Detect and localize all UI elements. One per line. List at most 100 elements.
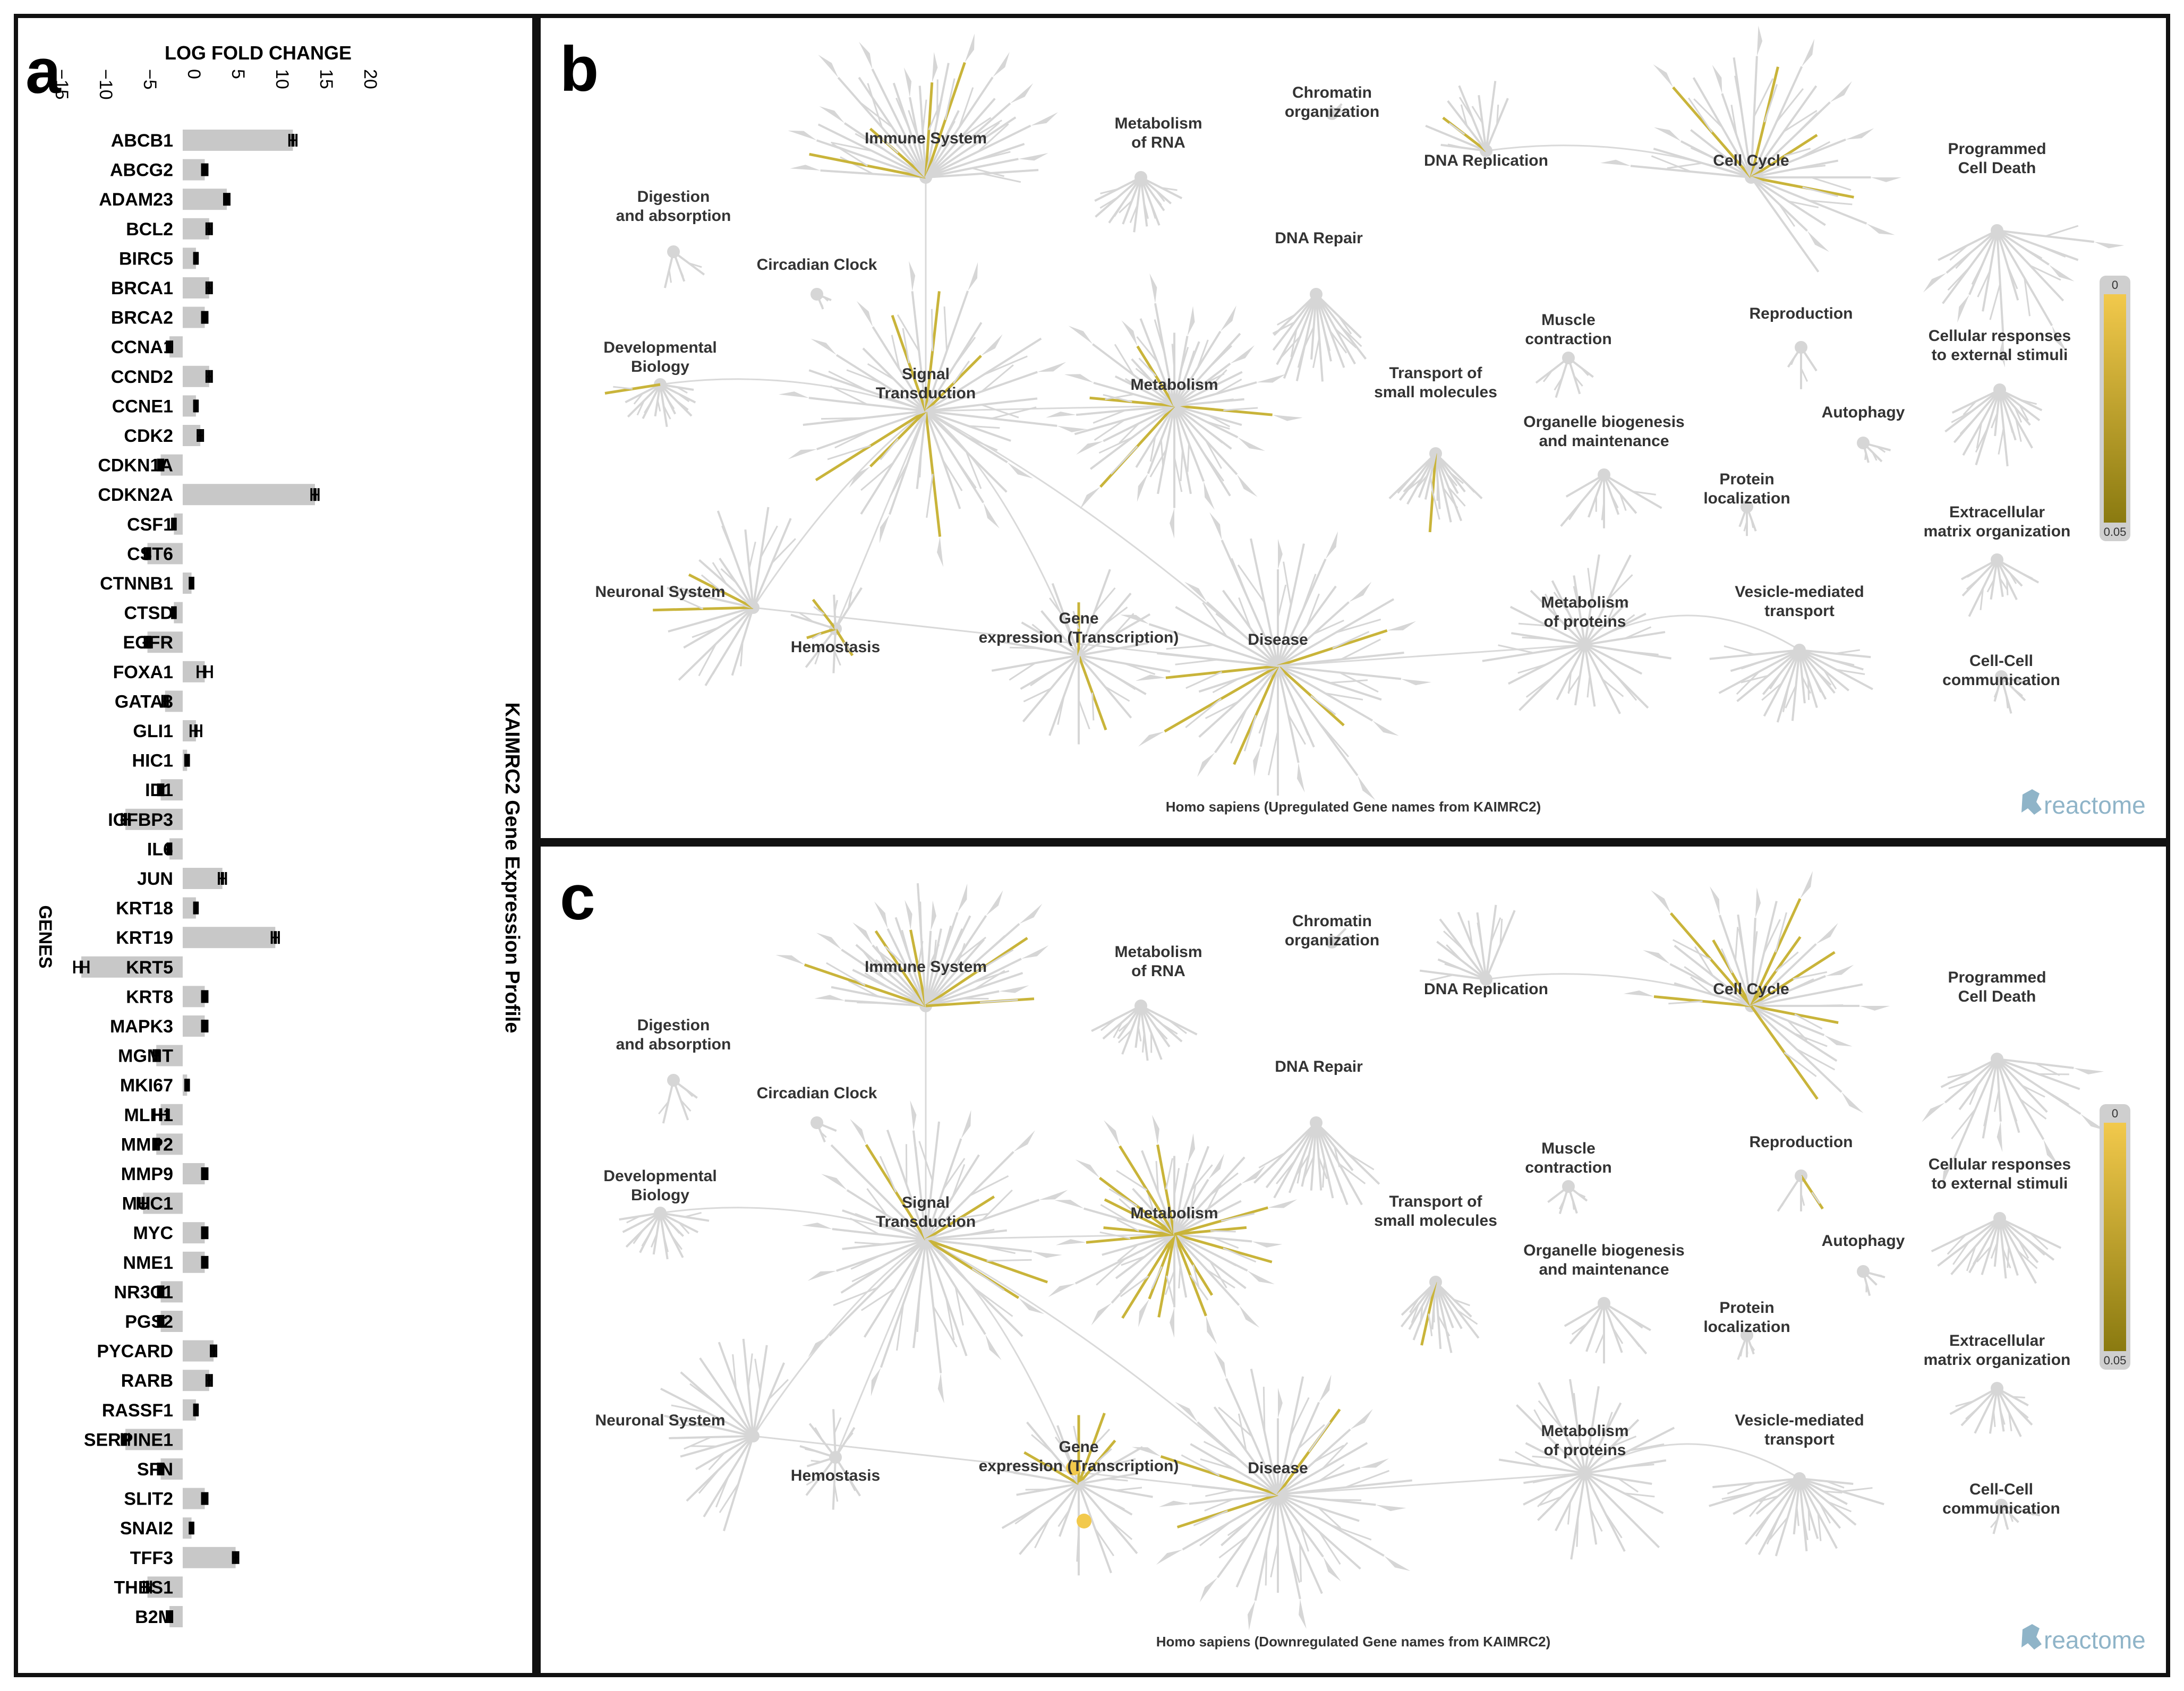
- error-bar-tff3: [232, 1551, 240, 1564]
- error-bar-sfn: [157, 1463, 165, 1475]
- pathway-metab-prot[interactable]: [1482, 554, 1671, 714]
- x-tick-label: 10: [272, 69, 292, 89]
- category-label: CDKN1A: [98, 456, 173, 476]
- bar-adam23: [183, 189, 227, 210]
- pathway-dna-rep[interactable]: [1419, 904, 1516, 986]
- pathway-reproduction[interactable]: [1777, 1169, 1824, 1212]
- error-bar-mmp2: [152, 1138, 160, 1151]
- pathway-cell-cycle[interactable]: [1600, 25, 1901, 273]
- category-label: IGFBP3: [108, 810, 173, 830]
- pathway-ecm[interactable]: [1949, 1382, 2033, 1437]
- pathway-circadian[interactable]: [811, 288, 832, 310]
- error-bar-krt18: [193, 901, 199, 915]
- pathway-prog-death[interactable]: [1922, 1053, 2106, 1188]
- error-bar-brca2: [201, 311, 209, 324]
- pathway-dna-repair[interactable]: [1272, 288, 1367, 382]
- category-label: SERPINE1: [84, 1430, 173, 1450]
- pathway-metabolism[interactable]: [1048, 1115, 1298, 1345]
- pathway-dna-rep[interactable]: [1425, 81, 1509, 157]
- pathway-organelle[interactable]: [1560, 468, 1662, 528]
- pathway-metabolism[interactable]: [1046, 273, 1303, 539]
- pathway-protein-loc[interactable]: [1737, 1329, 1755, 1360]
- reactome-logo-icon: [2021, 789, 2042, 815]
- pathway-dev-bio[interactable]: [619, 1207, 710, 1260]
- x-tick-label: 0: [184, 69, 204, 79]
- pathway-metab-rna[interactable]: [1091, 1000, 1198, 1061]
- pathway-prog-death[interactable]: [1923, 224, 2125, 368]
- pathway-label-autophagy: Autophagy: [1822, 404, 1905, 421]
- pathway-dna-repair[interactable]: [1253, 1116, 1380, 1206]
- pathway-transport[interactable]: [1388, 447, 1483, 533]
- pathway-signal[interactable]: [801, 1100, 1068, 1404]
- pathway-vesicle[interactable]: [1709, 644, 1873, 723]
- pathway-cell-cell[interactable]: [1990, 1499, 2041, 1534]
- error-bar-ccna1: [166, 340, 174, 354]
- pathway-circadian[interactable]: [811, 1116, 837, 1143]
- pathway-immune[interactable]: [788, 33, 1058, 184]
- pathway-hemostasis[interactable]: [799, 1409, 861, 1510]
- pathway-metab-prot[interactable]: [1498, 1379, 1675, 1560]
- pathway-transport[interactable]: [1400, 1276, 1480, 1353]
- pathway-chromatin[interactable]: [1326, 103, 1347, 120]
- pathway-dev-bio[interactable]: [604, 378, 696, 428]
- pathway-digestion[interactable]: [658, 1074, 698, 1124]
- pathway-link: [660, 378, 926, 412]
- pathway-label-circadian: Circadian Clock: [757, 256, 877, 274]
- pathway-gene-expr[interactable]: [1001, 1412, 1153, 1576]
- pathway-metab-rna[interactable]: [1094, 171, 1183, 233]
- pathway-immune[interactable]: [775, 883, 1049, 1012]
- category-label: CCNA1: [111, 337, 173, 357]
- pathway-hemostasis[interactable]: [790, 587, 863, 673]
- pathway-gene-expr[interactable]: [991, 569, 1171, 745]
- pathway-digestion[interactable]: [663, 245, 705, 288]
- bar-bcl2: [183, 218, 209, 240]
- pathway-disease[interactable]: [1132, 1351, 1412, 1630]
- pathway-muscle[interactable]: [1535, 352, 1594, 398]
- error-bar-abcb1: [288, 134, 298, 147]
- pathway-protein-loc[interactable]: [1738, 500, 1757, 536]
- pathway-muscle[interactable]: [1547, 1180, 1588, 1215]
- bar-mmp2: [156, 1133, 183, 1155]
- error-bar-mki67: [184, 1079, 190, 1092]
- pathway-link: [834, 1239, 927, 1458]
- pathway-link: [752, 410, 926, 608]
- pathway-chromatin[interactable]: [1326, 927, 1352, 949]
- pathway-ecm[interactable]: [1960, 553, 2040, 617]
- pathway-autophagy[interactable]: [1857, 1265, 1886, 1296]
- pathway-neuronal[interactable]: [653, 507, 796, 686]
- pathway-link: [925, 405, 1175, 412]
- category-label: JUN: [137, 869, 173, 889]
- pathway-organelle[interactable]: [1564, 1297, 1651, 1364]
- pvalue-legend: 0 0.05: [2100, 1104, 2130, 1370]
- pathway-label-metabolism: Metabolism: [1130, 1205, 1218, 1222]
- error-bar-snai2: [189, 1522, 194, 1535]
- pathway-vesicle[interactable]: [1709, 1472, 1884, 1557]
- pathway-cell-cycle[interactable]: [1623, 870, 1890, 1113]
- bar-abcb1: [183, 130, 293, 151]
- error-bar-rassf1: [193, 1403, 199, 1416]
- category-label: SLIT2: [124, 1489, 173, 1509]
- error-bar-id1: [157, 783, 165, 797]
- category-label: CSF1: [127, 515, 173, 535]
- pathway-disease[interactable]: [1120, 512, 1431, 800]
- x-tick-label: 15: [316, 69, 336, 89]
- x-axis-label: LOG FOLD CHANGE: [165, 42, 352, 64]
- pathway-cell-resp[interactable]: [1931, 1212, 2062, 1284]
- pathway-label-reproduction: Reproduction: [1750, 305, 1853, 322]
- pathway-autophagy[interactable]: [1857, 437, 1891, 463]
- pathway-signal[interactable]: [778, 261, 1088, 567]
- pathway-cell-cell[interactable]: [1993, 670, 2029, 714]
- pathway-cell-resp[interactable]: [1944, 383, 2043, 467]
- pathway-link: [834, 411, 927, 629]
- bar-mgmt: [156, 1045, 183, 1066]
- pathway-label-neuronal: Neuronal System: [595, 1412, 725, 1429]
- pathway-neuronal[interactable]: [660, 1338, 789, 1532]
- pathway-reproduction[interactable]: [1787, 341, 1818, 389]
